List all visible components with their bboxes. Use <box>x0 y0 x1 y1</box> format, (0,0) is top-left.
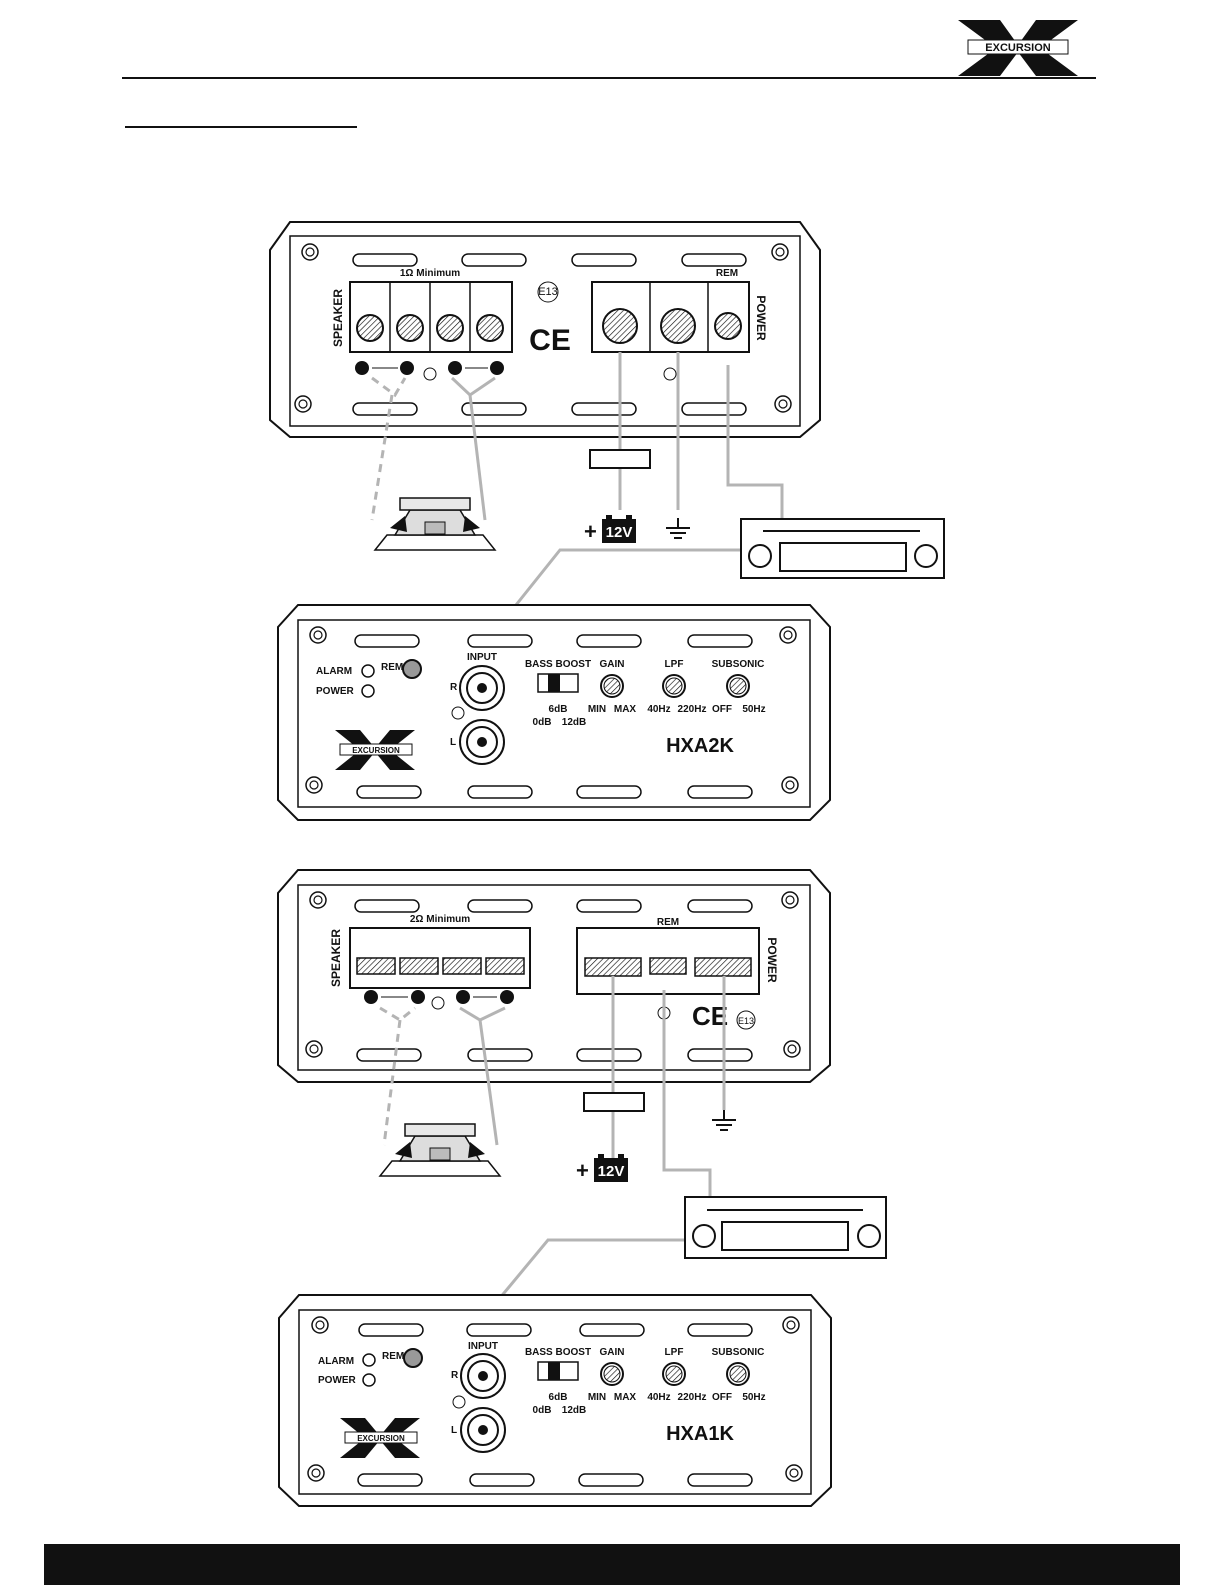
svg-text:6dB: 6dB <box>549 704 568 715</box>
svg-text:OFF: OFF <box>712 704 732 715</box>
rem-label-1k: REM <box>657 917 679 928</box>
fuse-2 <box>583 1092 645 1112</box>
head-unit-1 <box>740 518 945 579</box>
svg-text:+: + <box>576 1158 589 1183</box>
svg-text:SUBSONIC: SUBSONIC <box>712 1347 765 1358</box>
svg-text:INPUT: INPUT <box>468 1341 498 1352</box>
svg-text:MAX: MAX <box>614 704 637 715</box>
svg-text:E13: E13 <box>738 1016 754 1026</box>
amp-2k-rear-panel: SPEAKER 1Ω Minimum E13 CE REM POWER <box>269 221 821 438</box>
amp-1k-rear-panel: SPEAKER 2Ω Minimum REM POWER CE E13 <box>277 869 831 1083</box>
e13-mark: E13 <box>538 286 558 298</box>
svg-text:L: L <box>451 1425 457 1436</box>
ground-2 <box>711 1109 737 1131</box>
svg-text:40Hz: 40Hz <box>647 1392 670 1403</box>
impedance-note: 1Ω Minimum <box>400 268 460 279</box>
model-logo-1k: HXA1K <box>666 1423 734 1445</box>
model-logo-2k: HXA2K <box>666 735 734 757</box>
svg-text:6dB: 6dB <box>549 1392 568 1403</box>
ce-mark-1k: CE <box>692 1001 728 1031</box>
svg-text:BASS BOOST: BASS BOOST <box>525 1347 591 1358</box>
svg-text:LPF: LPF <box>665 1347 684 1358</box>
power-label: POWER <box>754 295 768 341</box>
svg-text:0dB: 0dB <box>533 717 552 728</box>
ce-mark: CE <box>529 324 571 357</box>
svg-text:220Hz: 220Hz <box>678 1392 707 1403</box>
head-unit-2 <box>684 1196 887 1259</box>
svg-text:INPUT: INPUT <box>467 652 497 663</box>
svg-text:R: R <box>451 1370 459 1381</box>
impedance-note-1k: 2Ω Minimum <box>410 914 470 925</box>
svg-text:REM: REM <box>381 662 403 673</box>
svg-text:12dB: 12dB <box>562 1405 586 1416</box>
svg-text:MAX: MAX <box>614 1392 637 1403</box>
amp-1k-front-panel: ALARM POWER REM INPUT R L BASS BOOST 0dB… <box>278 1294 832 1507</box>
speaker-label: SPEAKER <box>331 289 345 347</box>
speaker-2 <box>379 1123 501 1177</box>
svg-text:GAIN: GAIN <box>600 1347 625 1358</box>
svg-text:12dB: 12dB <box>562 717 586 728</box>
svg-text:50Hz: 50Hz <box>742 1392 765 1403</box>
svg-text:50Hz: 50Hz <box>742 704 765 715</box>
svg-text:MIN: MIN <box>588 1392 606 1403</box>
svg-text:R: R <box>450 682 458 693</box>
rem-label: REM <box>716 268 738 279</box>
front-logo-2k: EXCURSION <box>335 730 415 770</box>
power-label-1k: POWER <box>765 937 779 983</box>
brand-logo: EXCURSION <box>958 20 1078 76</box>
svg-text:ALARM: ALARM <box>318 1356 354 1367</box>
svg-text:SUBSONIC: SUBSONIC <box>712 659 765 670</box>
svg-text:POWER: POWER <box>316 686 355 697</box>
svg-text:OFF: OFF <box>712 1392 732 1403</box>
svg-text:POWER: POWER <box>318 1375 357 1386</box>
logo-text: EXCURSION <box>985 42 1050 54</box>
battery-1: + <box>584 515 636 544</box>
amp-2k-front-panel: ALARM POWER REM INPUT R L BASS BOOST 0dB… <box>277 604 831 821</box>
header-rule <box>122 77 1096 79</box>
battery-2: + <box>576 1154 628 1183</box>
section-title-underline <box>125 126 357 128</box>
svg-text:EXCURSION: EXCURSION <box>352 746 400 755</box>
svg-text:L: L <box>450 737 456 748</box>
svg-text:40Hz: 40Hz <box>647 704 670 715</box>
svg-text:LPF: LPF <box>665 659 684 670</box>
speaker-label-1k: SPEAKER <box>329 929 343 987</box>
ground-1 <box>665 517 691 539</box>
svg-text:REM: REM <box>382 1351 404 1362</box>
footer-bar <box>44 1544 1180 1585</box>
fuse-1 <box>589 449 651 469</box>
speaker-1 <box>374 497 496 551</box>
front-logo-1k: EXCURSION <box>340 1418 420 1458</box>
svg-text:GAIN: GAIN <box>600 659 625 670</box>
svg-text:BASS BOOST: BASS BOOST <box>525 659 591 670</box>
svg-text:+: + <box>584 519 597 544</box>
svg-text:220Hz: 220Hz <box>678 704 707 715</box>
svg-text:ALARM: ALARM <box>316 666 352 677</box>
svg-text:MIN: MIN <box>588 704 606 715</box>
svg-text:0dB: 0dB <box>533 1405 552 1416</box>
svg-text:EXCURSION: EXCURSION <box>357 1434 405 1443</box>
